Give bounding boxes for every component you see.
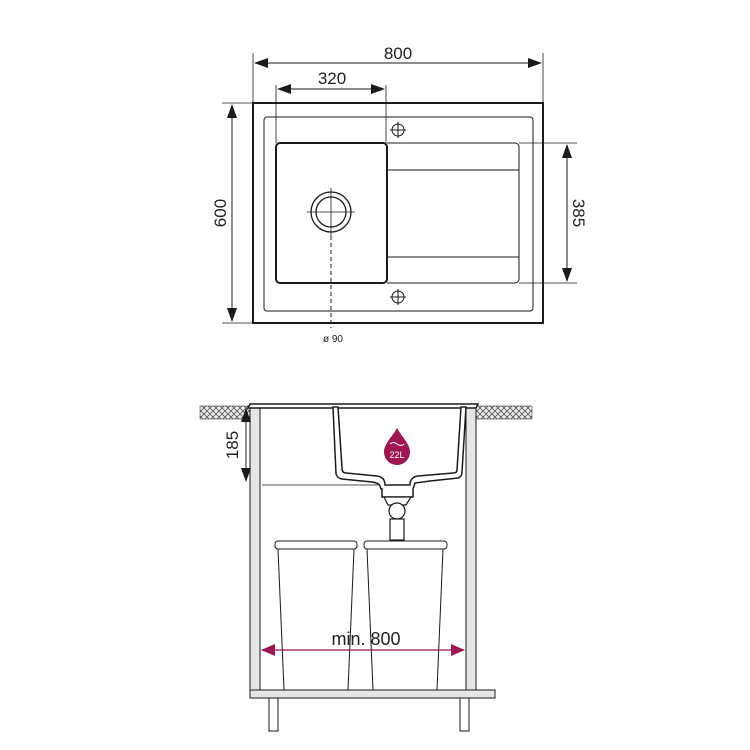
bowl-width-label: 320 <box>318 69 346 88</box>
sink-bowl-profile <box>332 406 467 498</box>
waste-bin-right <box>363 540 448 691</box>
cabinet-left-side <box>249 406 261 691</box>
sink-rim <box>263 116 534 312</box>
waste-bin-left <box>274 540 358 691</box>
drain-icon <box>307 188 355 328</box>
depth-label: 600 <box>211 199 230 227</box>
cabinet-shelf <box>249 689 496 699</box>
cabinet-leg <box>268 697 279 732</box>
width-label: 800 <box>384 44 412 63</box>
top-view <box>222 53 577 328</box>
tap-hole-icon <box>390 289 406 305</box>
countertop-right <box>475 405 533 420</box>
cabinet-right-side <box>465 406 477 691</box>
drainer-label: 385 <box>569 199 588 227</box>
water-drop-icon: 22L <box>384 428 410 465</box>
cabinet-leg <box>459 697 470 732</box>
drain-label: ø 90 <box>323 334 343 345</box>
cabinet-width-label: min. 800 <box>331 629 400 649</box>
tap-hole-icon <box>390 122 406 138</box>
drain-trap <box>383 496 413 541</box>
volume-badge: 22L <box>389 450 404 460</box>
countertop-left <box>199 405 251 420</box>
side-view <box>199 403 533 732</box>
sink-rim-profile <box>246 403 480 409</box>
bowl-depth-label: 185 <box>223 431 242 459</box>
drainboard <box>387 142 520 284</box>
bowl <box>275 142 388 284</box>
sink-outline <box>252 102 544 324</box>
